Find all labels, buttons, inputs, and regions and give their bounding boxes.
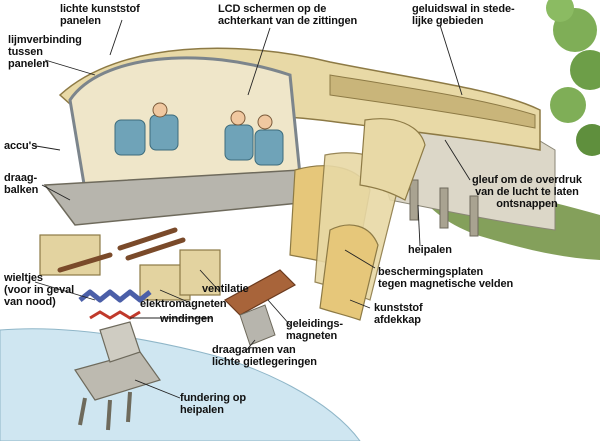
label-lichte-kunststof-panelen: lichte kunststof panelen [60,3,140,27]
label-ventilatie: ventilatie [202,283,249,295]
label-lijmverbinding: lijmverbinding tussen panelen [8,34,82,70]
foundation-post [99,321,141,363]
label-draagarmen: draagarmen van lichte gietlegeringen [212,344,317,368]
label-kunststof-afdekkap: kunststof afdekkap [374,302,423,326]
foundation-piles [78,391,132,431]
electromagnet-coil [78,289,152,303]
label-elektromagneten: elektromagneten [140,298,227,310]
label-geleidingsmagneten: geleidings- magneten [286,318,343,342]
water-area [0,328,361,441]
leader-lines [34,19,471,399]
label-wieltjes: wieltjes (voor in geval van nood) [4,272,75,308]
cover-panel-3 [359,118,426,201]
label-accus: accu's [4,140,38,152]
guidance-magnet-block [224,269,296,316]
label-beschermingsplaten: beschermingsplaten tegen magnetische vel… [378,266,514,290]
label-gleuf: gleuf om de overdruk van de lucht te lat… [472,174,582,210]
shielding-plate [319,224,379,321]
label-fundering: fundering op heipalen [180,392,247,416]
window-band [329,74,536,129]
label-draagbalken: draag- balken [4,172,39,196]
seats [114,102,284,166]
label-heipalen-right: heipalen [408,244,452,256]
carrier-arm [239,304,276,346]
label-windingen: windingen [160,313,214,325]
tree [546,0,600,156]
label-lcd-schermen: LCD schermen op de achterkant van de zit… [218,3,358,27]
pillars-right [409,179,479,237]
rails [57,227,186,273]
winding-coil [89,310,141,320]
label-geluidswal: geluidswal in stede- lijke gebieden [412,3,515,27]
